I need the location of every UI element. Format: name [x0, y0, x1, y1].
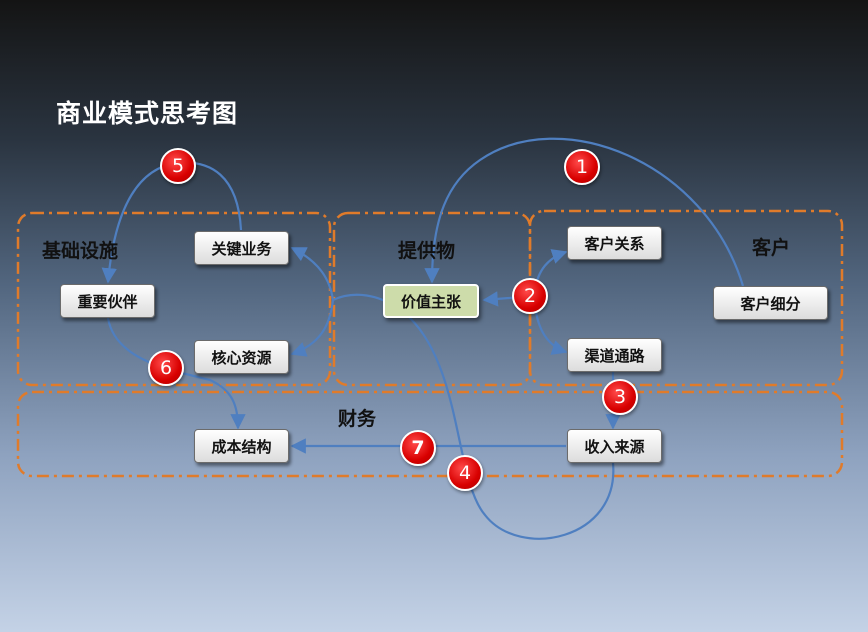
- step-badge-1: 1: [564, 149, 600, 185]
- connector-step-2-down: [533, 305, 568, 355]
- region-frame-infrastructure: [16, 211, 332, 387]
- step-badge-4: 4: [447, 455, 483, 491]
- region-label-customer: 客户: [752, 237, 791, 259]
- region-label-finance: 财务: [338, 408, 377, 430]
- connector-step-1: [424, 137, 745, 287]
- step-badge-7: 7: [400, 430, 436, 466]
- node-value-proposition[interactable]: 价值主张: [383, 284, 479, 318]
- connector-step-4-down: [290, 299, 335, 357]
- step-badge-2: 2: [512, 278, 548, 314]
- node-customer-segments[interactable]: 客户细分: [713, 286, 828, 320]
- step-badge-6: 6: [148, 350, 184, 386]
- region-frame-finance: [16, 390, 844, 478]
- node-key-activities[interactable]: 关键业务: [194, 231, 289, 265]
- connector-step-6: [106, 317, 246, 430]
- node-cost-structure[interactable]: 成本结构: [194, 429, 289, 463]
- node-channels[interactable]: 渠道通路: [567, 338, 662, 372]
- region-label-offering: 提供物: [398, 240, 456, 262]
- node-customer-relationships[interactable]: 客户关系: [567, 226, 662, 260]
- node-key-resources[interactable]: 核心资源: [194, 340, 289, 374]
- page-title: 商业模式思考图: [56, 99, 239, 128]
- connector-step-4-up: [290, 247, 335, 301]
- region-label-infrastructure: 基础设施: [42, 240, 119, 262]
- node-key-partners[interactable]: 重要伙伴: [60, 284, 155, 318]
- step-badge-3: 3: [602, 379, 638, 415]
- node-revenue-streams[interactable]: 收入来源: [567, 429, 662, 463]
- step-badge-5: 5: [160, 148, 196, 184]
